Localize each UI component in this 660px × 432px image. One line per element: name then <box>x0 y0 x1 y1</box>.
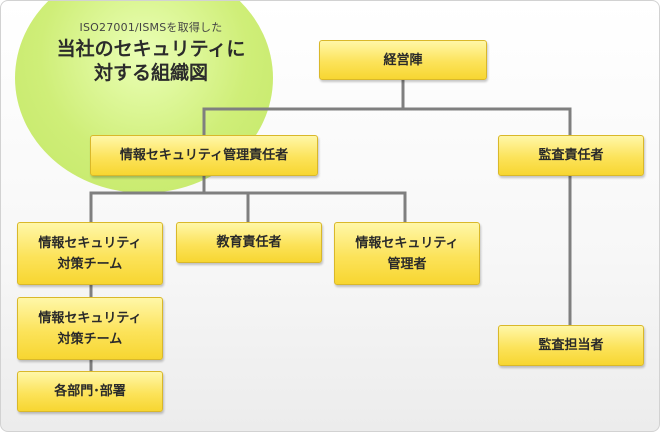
node-auditor: 監査担当者 <box>498 325 644 366</box>
node-security-team-2: 情報セキュリティ 対策チーム <box>17 297 163 360</box>
badge-title: 当社のセキュリティに 対する組織図 <box>56 38 246 84</box>
node-education-officer: 教育責任者 <box>176 222 322 263</box>
node-departments: 各部門･部署 <box>17 371 163 412</box>
badge-subtitle: ISO27001/ISMSを取得した <box>79 21 223 34</box>
node-audit-officer: 監査責任者 <box>498 135 644 176</box>
node-security-officer: 情報セキュリティ管理責任者 <box>90 135 318 176</box>
node-management: 経営陣 <box>319 40 487 80</box>
node-security-team-1: 情報セキュリティ 対策チーム <box>17 222 163 285</box>
node-security-manager: 情報セキュリティ 管理者 <box>334 222 480 285</box>
